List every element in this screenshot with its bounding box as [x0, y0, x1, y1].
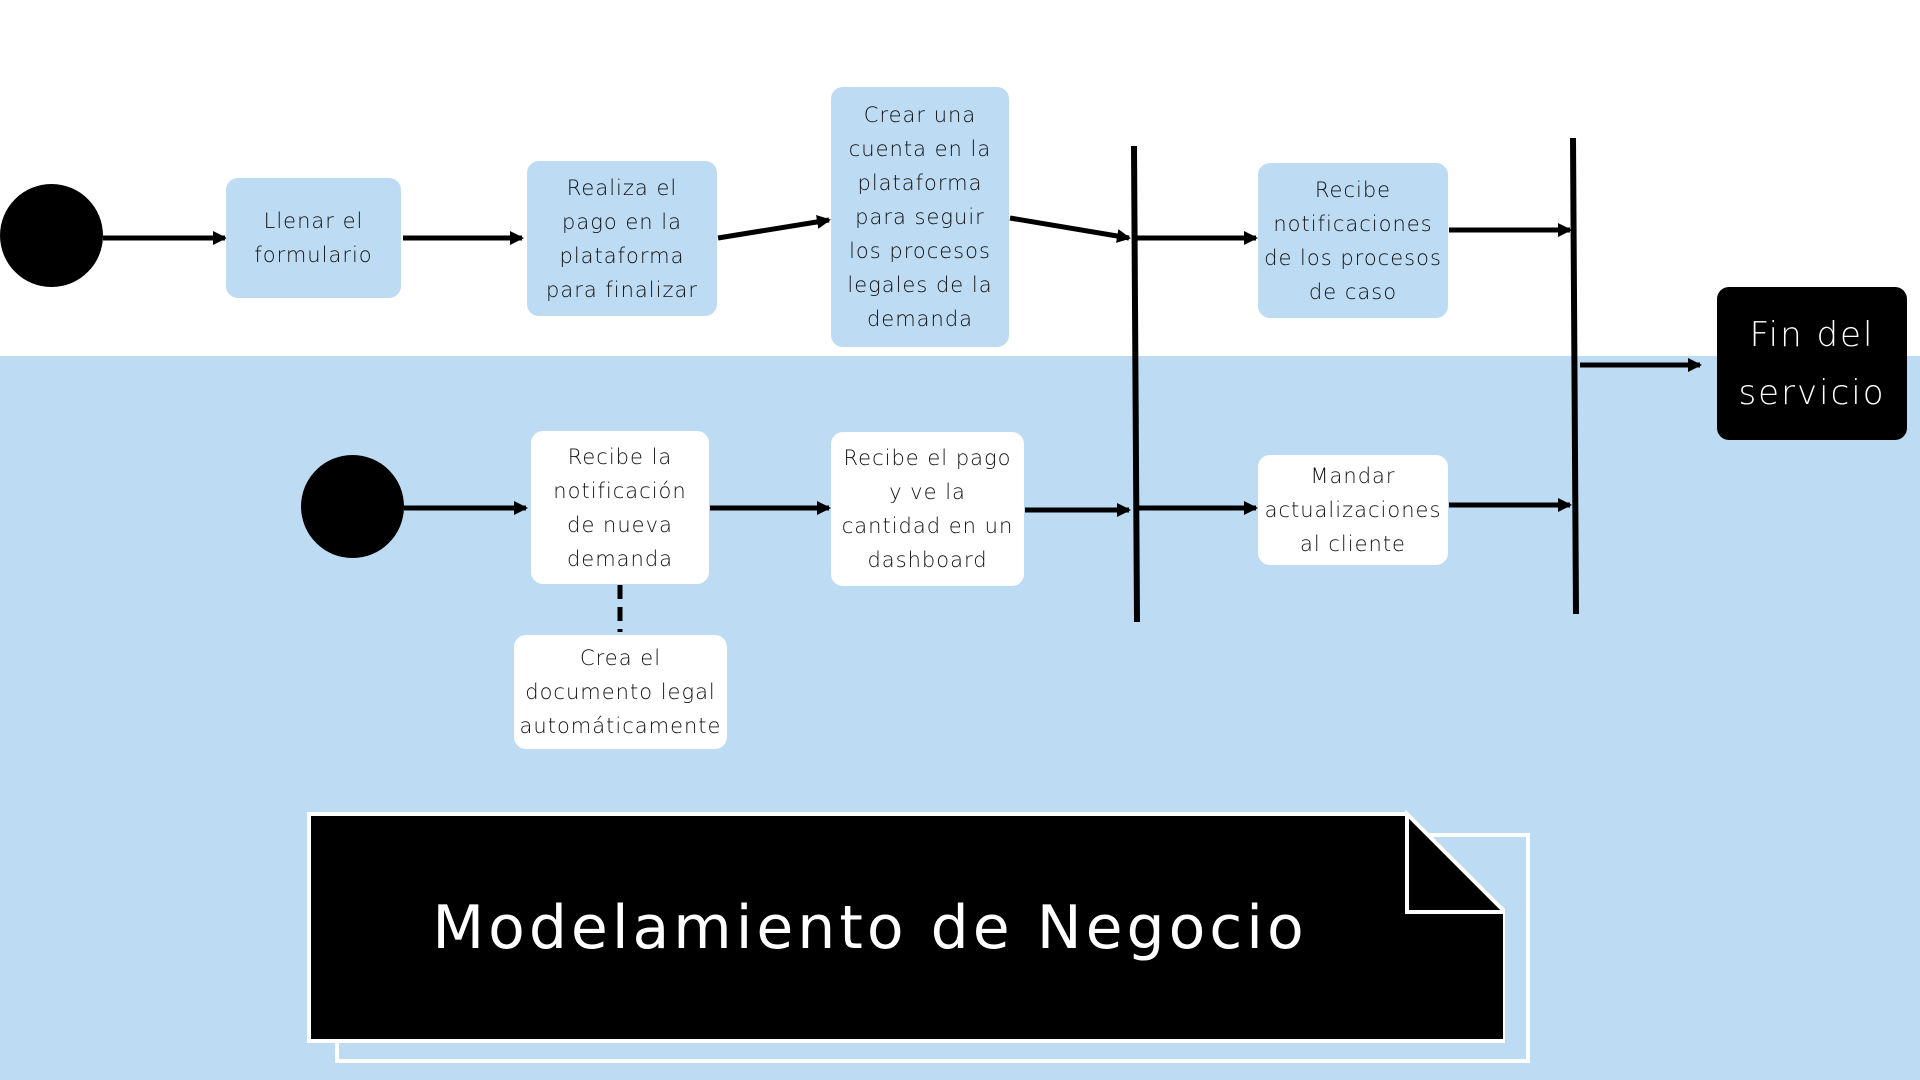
node-crea-documento: Crea el documento legal automáticamente — [514, 635, 727, 749]
node-realiza-pago: Realiza el pago en la plataforma para fi… — [527, 161, 717, 316]
folded-corner-banner-shape — [307, 810, 1505, 1043]
start-node-top — [0, 184, 103, 287]
page-title: Modelamiento de Negocio — [432, 892, 1308, 963]
arrow-cuenta-to-fork1 — [1009, 215, 1131, 243]
node-crear-cuenta: Crear una cuenta en la plataforma para s… — [831, 87, 1009, 347]
title-banner: Modelamiento de Negocio — [305, 810, 1505, 1045]
fork-bar-1 — [1131, 145, 1140, 623]
join-bar-2 — [1570, 137, 1579, 615]
node-mandar-actualizaciones: Mandar actualizaciones al cliente — [1258, 455, 1448, 565]
node-recibe-notificacion: Recibe la notificación de nueva demanda — [531, 431, 709, 584]
end-node-fin-servicio: Fin del servicio — [1717, 287, 1907, 440]
node-recibe-pago: Recibe el pago y ve la cantidad en un da… — [831, 432, 1024, 586]
node-recibe-notificaciones: Recibe notificaciones de los procesos de… — [1258, 163, 1448, 318]
node-llenar-formulario: Llenar el formulario — [226, 178, 401, 298]
start-node-bottom — [301, 455, 404, 558]
arrow-pago-to-cuenta — [717, 215, 831, 241]
